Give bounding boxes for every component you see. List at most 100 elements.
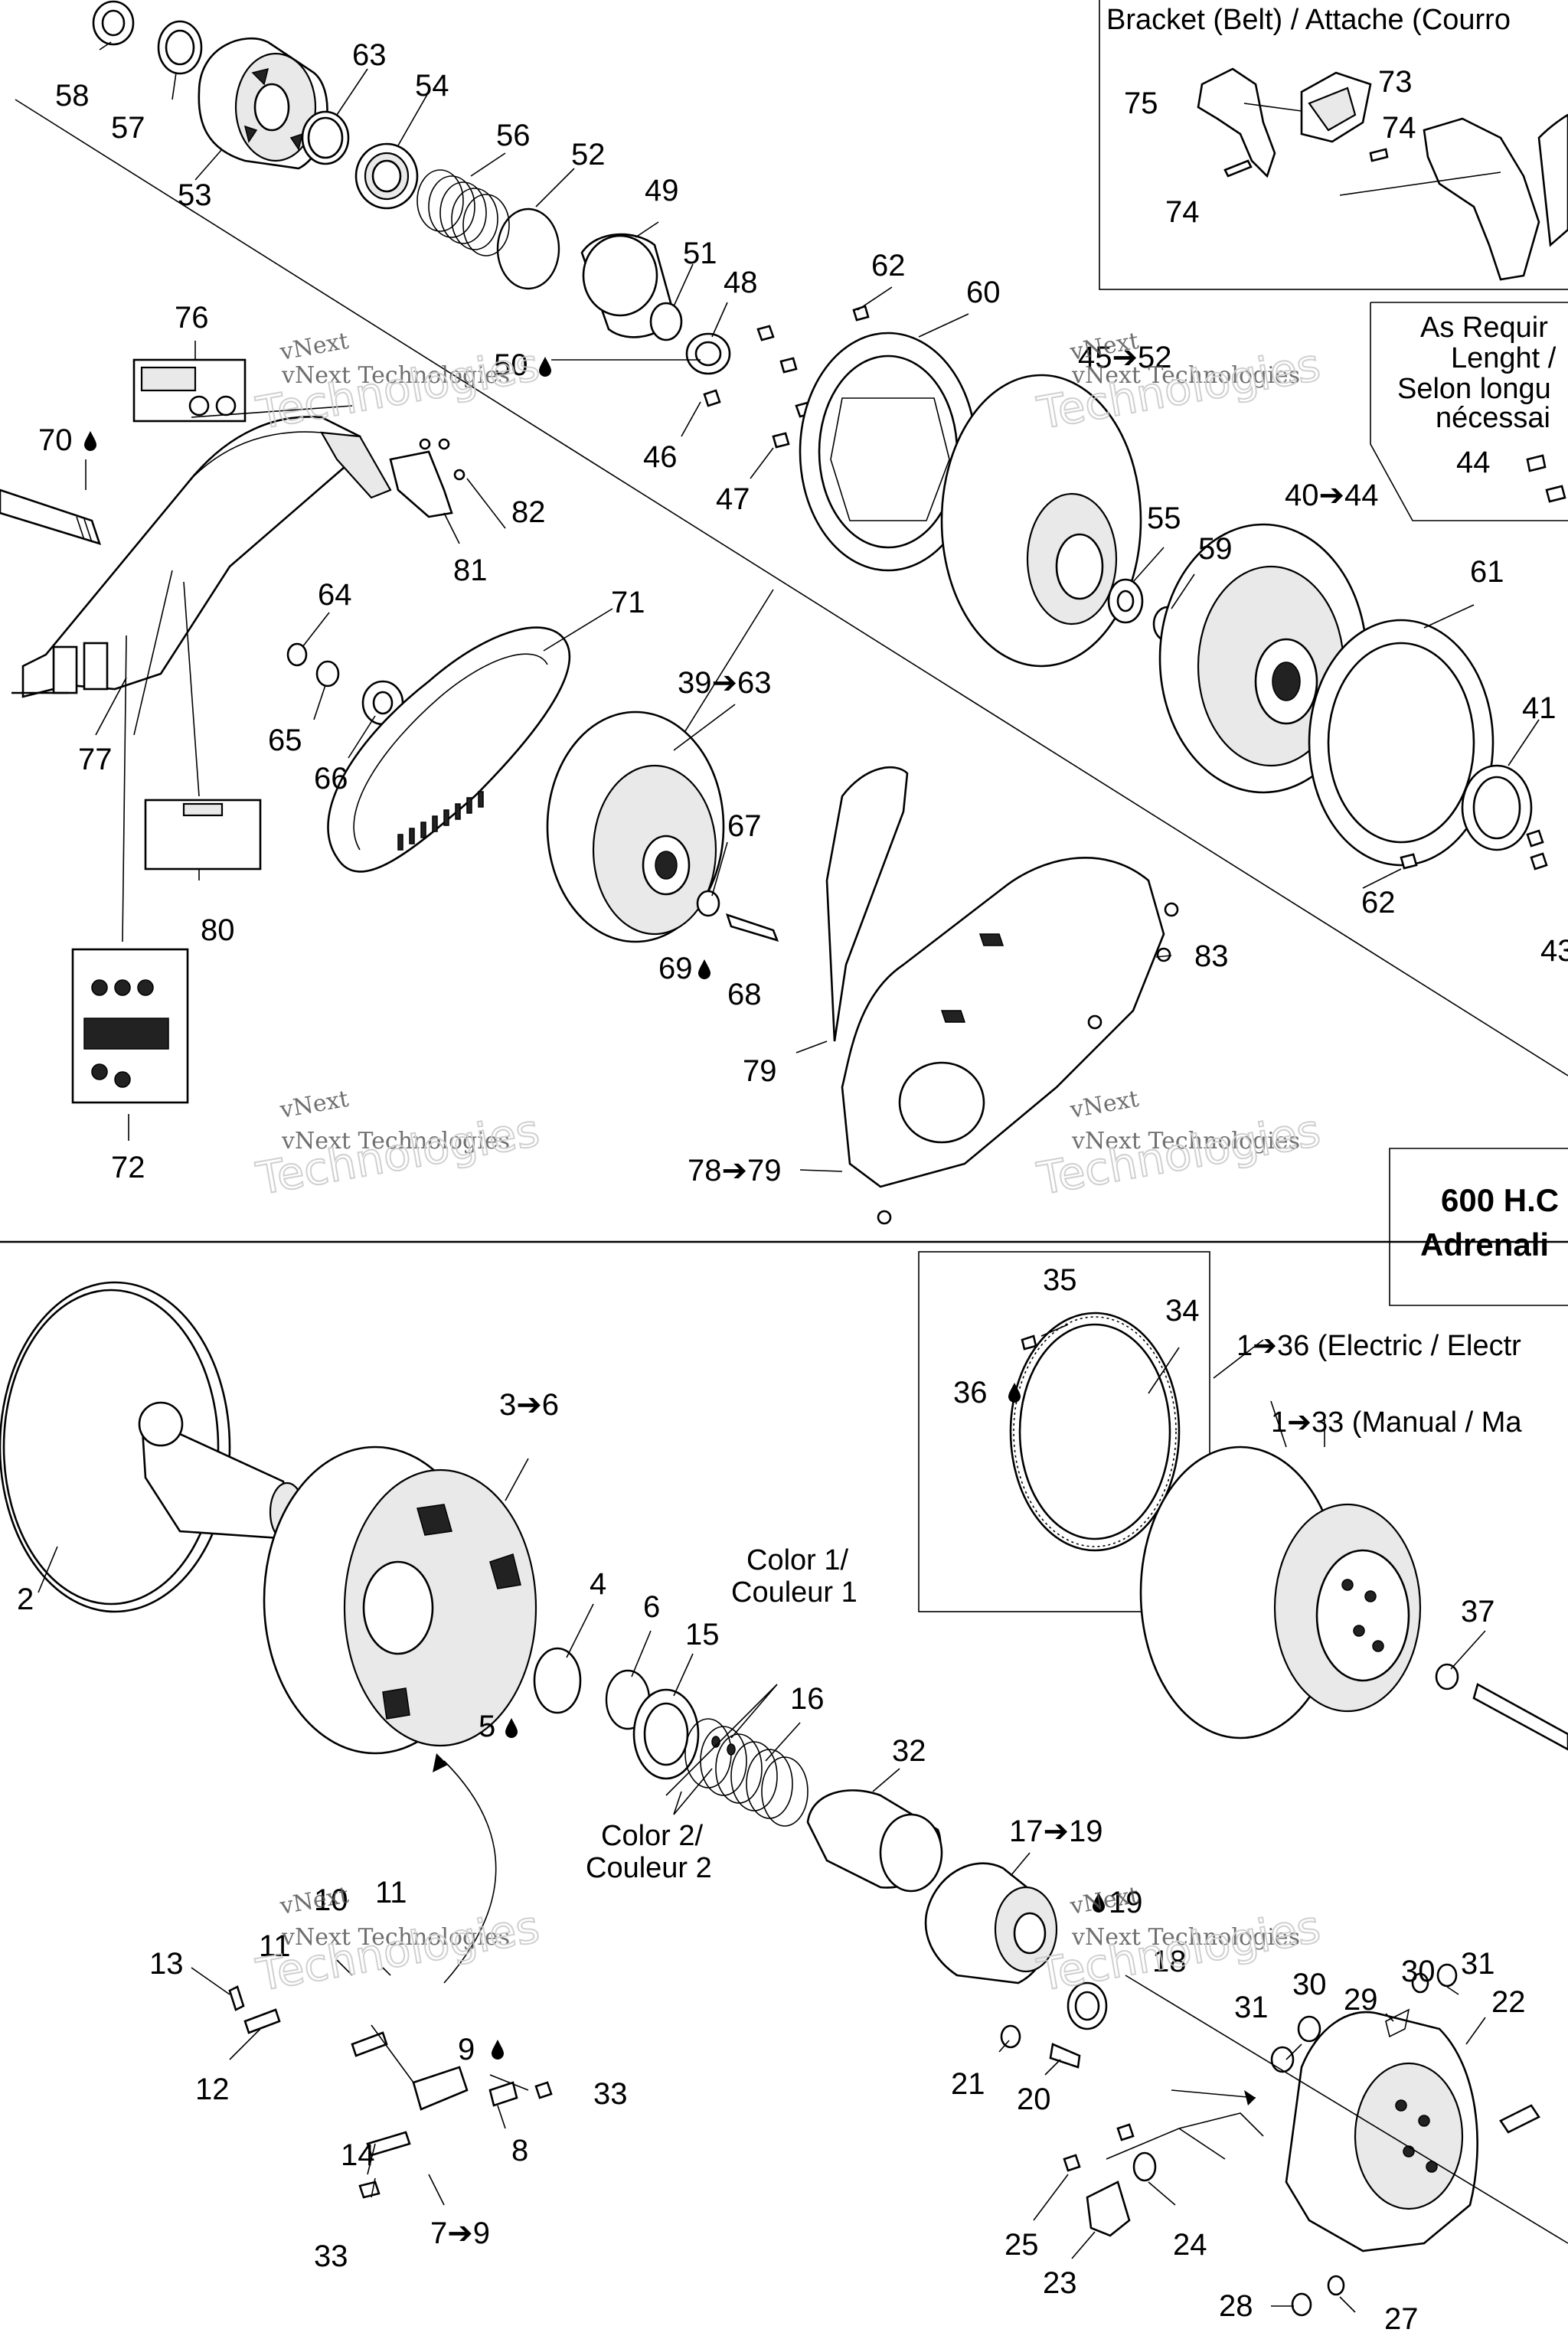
callout-64: 64 — [318, 578, 352, 612]
callout-35: 35 — [1043, 1263, 1077, 1297]
callout-23: 23 — [1043, 2266, 1077, 2300]
callout-11b: 11 — [259, 1929, 291, 1963]
callout-32: 32 — [892, 1734, 926, 1768]
callout-79: 79 — [743, 1054, 777, 1088]
callout-60: 60 — [966, 276, 1001, 309]
callout-74: 74 — [1382, 111, 1416, 145]
callout-51: 51 — [683, 237, 717, 270]
svg-text:vNext Technologies: vNext Technologies — [1071, 362, 1300, 389]
callout-52: 52 — [571, 138, 606, 172]
callout-68: 68 — [727, 978, 762, 1011]
callout-50: 50 — [494, 348, 528, 382]
engine-label-line-2: Adrenali — [1420, 1227, 1549, 1263]
callout-48: 48 — [724, 266, 758, 299]
callout-31: 31 — [1461, 1947, 1495, 1981]
callout-12: 12 — [195, 2073, 230, 2106]
callout-36: 36 — [953, 1376, 988, 1410]
callout-18: 18 — [1152, 1945, 1187, 1978]
callout-30: 30 — [1401, 1955, 1436, 1988]
callout-63: 63 — [352, 38, 387, 72]
callout-70: 70 — [38, 423, 73, 457]
manual-caption: 1➔33 (Manual / Ma — [1271, 1406, 1522, 1439]
as-required-box: As Requir Lenght / Selon longu nécessai — [1370, 302, 1568, 521]
callout-43: 43 — [1540, 934, 1568, 968]
color1-caption-b: Couleur 1 — [731, 1576, 858, 1609]
callout-55: 55 — [1147, 501, 1181, 535]
engine-label-box: 600 H.C Adrenali — [1389, 1148, 1568, 1306]
arrow-head — [433, 1753, 448, 1772]
req-line-2: Lenght / — [1451, 342, 1557, 374]
svg-text:vNext: vNext — [277, 1086, 351, 1124]
callout-29: 29 — [1344, 1983, 1378, 2017]
callout-76: 76 — [175, 301, 209, 335]
callout-80: 80 — [201, 913, 235, 947]
callout-39-63: 39➔63 — [678, 666, 772, 700]
callout-25: 25 — [1004, 2228, 1039, 2262]
callout-77: 77 — [78, 743, 113, 776]
drive-pulley-parts — [0, 1251, 1568, 2317]
callout-21: 21 — [951, 2067, 985, 2101]
driven-pulley-parts — [92, 0, 1548, 871]
svg-text:vNext Technologies: vNext Technologies — [281, 362, 510, 389]
callout-19: 19 — [1109, 1886, 1143, 1919]
callout-71: 71 — [611, 586, 645, 619]
callout-78-79: 78➔79 — [688, 1154, 782, 1187]
callout-7-9: 7➔9 — [430, 2216, 490, 2250]
callout-3-6: 3➔6 — [499, 1388, 559, 1422]
electric-caption: 1➔36 (Electric / Electr — [1236, 1330, 1521, 1362]
color2-caption-a: Color 2/ — [601, 1820, 703, 1852]
callout-20: 20 — [1017, 2082, 1051, 2116]
callout-27: 27 — [1384, 2302, 1419, 2336]
watermark: vNext vNext Technologies Technologies vN… — [252, 328, 1325, 2002]
callout-59: 59 — [1198, 532, 1233, 566]
req-line-3: Selon longu — [1397, 373, 1551, 405]
callout-83: 83 — [1194, 939, 1229, 973]
callout-6: 6 — [643, 1590, 660, 1624]
callout-45-52: 45➔52 — [1078, 341, 1172, 374]
belt-guard-parts — [0, 358, 1179, 1225]
callout-57: 57 — [111, 111, 145, 145]
callout-5: 5 — [479, 1710, 495, 1743]
callout-81: 81 — [453, 554, 488, 587]
svg-text:vNext Technologies: vNext Technologies — [1071, 1128, 1300, 1155]
callout-captions: 1➔36 (Electric / Electr 1➔33 (Manual / M… — [586, 1330, 1522, 1884]
req-line-4: nécessai — [1436, 402, 1550, 434]
callout-22: 22 — [1491, 1985, 1526, 2019]
part-numbers: 58 57 53 63 54 56 52 49 51 48 50 46 47 6… — [17, 38, 1568, 2336]
callout-24: 24 — [1173, 2228, 1207, 2262]
callout-67: 67 — [727, 809, 762, 843]
callout-65: 65 — [268, 724, 302, 757]
callout-9: 9 — [458, 2033, 475, 2066]
callout-62: 62 — [871, 249, 906, 283]
color1-caption-a: Color 1/ — [746, 1544, 848, 1576]
callout-62b: 62 — [1361, 886, 1396, 920]
callout-37: 37 — [1461, 1595, 1495, 1628]
callout-40-44: 40➔44 — [1285, 479, 1379, 512]
callout-8: 8 — [511, 2134, 528, 2167]
req-line-1: As Requir — [1420, 312, 1548, 344]
callout-2: 2 — [17, 1583, 34, 1616]
svg-text:vNext: vNext — [277, 328, 351, 366]
callout-74b: 74 — [1165, 195, 1200, 229]
callout-11: 11 — [375, 1876, 407, 1909]
callout-56: 56 — [496, 119, 531, 152]
bracket-caption: Bracket (Belt) / Attache (Courro — [1106, 4, 1511, 36]
callout-46: 46 — [643, 440, 678, 474]
callout-54: 54 — [415, 69, 449, 103]
callout-33: 33 — [593, 2077, 628, 2111]
callout-75: 75 — [1124, 87, 1158, 120]
engine-label-line-1: 600 H.C — [1441, 1182, 1559, 1218]
callout-44: 44 — [1456, 446, 1491, 479]
callout-72: 72 — [111, 1151, 145, 1184]
callout-17-19: 17➔19 — [1009, 1815, 1103, 1848]
leader-lines — [38, 41, 1568, 2313]
callout-53: 53 — [178, 178, 212, 212]
callout-49: 49 — [645, 174, 679, 207]
callout-28: 28 — [1219, 2289, 1253, 2323]
callout-16: 16 — [790, 1682, 825, 1716]
svg-text:vNext: vNext — [1067, 1086, 1141, 1124]
svg-text:vNext Technologies: vNext Technologies — [281, 1128, 510, 1155]
callout-69: 69 — [658, 952, 693, 985]
callout-41: 41 — [1522, 691, 1557, 725]
